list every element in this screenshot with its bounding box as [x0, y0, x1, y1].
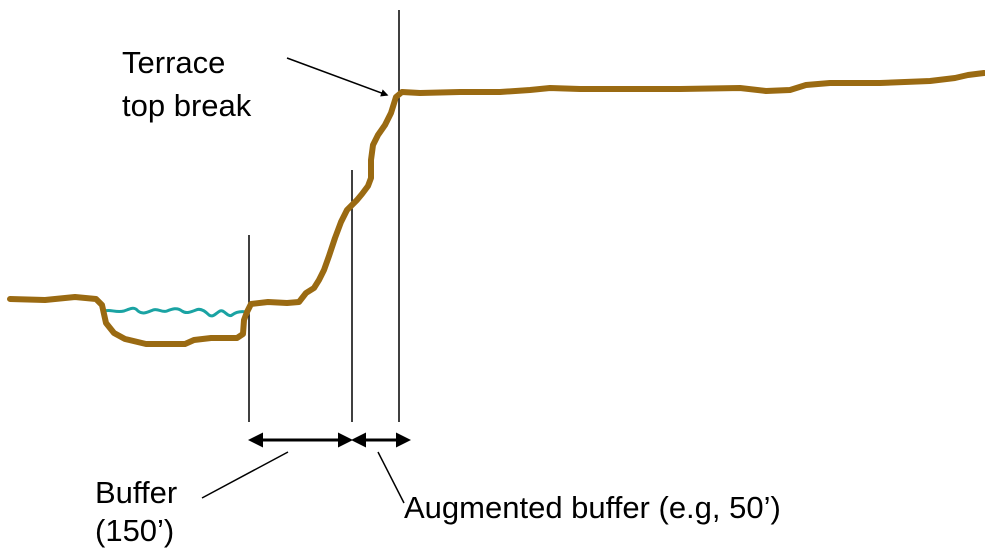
terrace-label-line2: top break	[122, 88, 252, 123]
augmented-leader-line	[377, 451, 405, 504]
terrace-leader-line	[286, 57, 389, 97]
terrace-label-line1: Terrace	[122, 45, 226, 80]
water-surface	[104, 306, 247, 318]
buffer-label-line2: (150’)	[95, 513, 175, 548]
buffer-label-line1: Buffer	[95, 475, 178, 510]
augmented-buffer-label: Augmented buffer (e.g, 50’)	[404, 490, 781, 525]
ground-profile	[7, 70, 985, 347]
buffer-leader-line	[201, 451, 289, 499]
